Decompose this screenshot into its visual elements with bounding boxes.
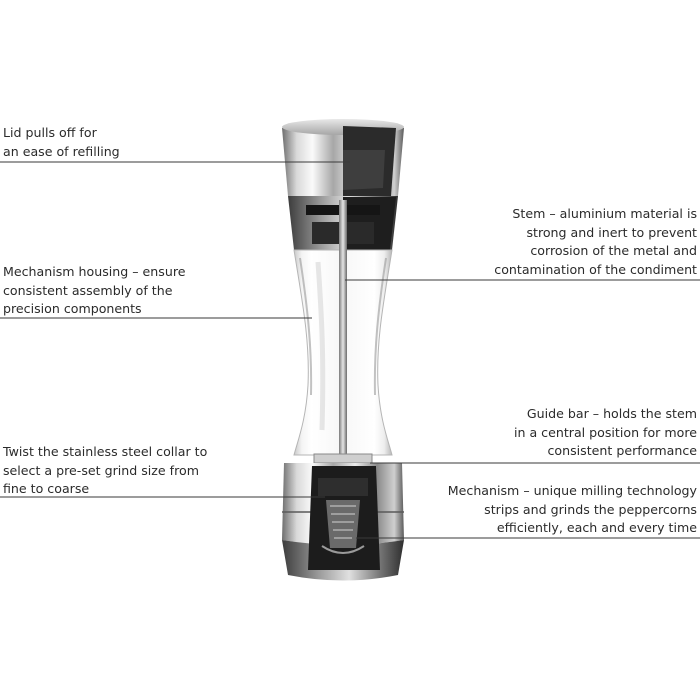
pepper-mill — [282, 119, 404, 581]
callout-stem-line: corrosion of the metal and — [530, 243, 697, 258]
callout-lid-line: Lid pulls off for — [3, 125, 97, 140]
callout-guide-line: in a central position for more — [513, 424, 697, 440]
callout-stem-line: contamination of the condiment — [494, 261, 697, 277]
callout-housing-line: consistent assembly of the — [3, 282, 173, 298]
callout-mechanism: Mechanism – unique milling technology st… — [448, 482, 697, 538]
callout-guide: Guide bar – holds the stem in a central … — [514, 405, 697, 461]
callout-mechanism-line: efficiently, each and every time — [496, 520, 697, 535]
callout-stem: Stem – aluminium material is strong and … — [494, 205, 697, 279]
leader-lines — [0, 161, 700, 539]
callout-collar: Twist the stainless steel collar to sele… — [3, 443, 207, 499]
stem — [339, 200, 347, 500]
callout-mechanism-line: Mechanism – unique milling technology — [447, 483, 697, 498]
callout-housing-line: precision components — [3, 301, 142, 316]
callout-collar-line: Twist the stainless steel collar to — [3, 444, 208, 459]
callout-housing: Mechanism housing – ensure consistent as… — [3, 263, 185, 319]
callout-guide-line: Guide bar – holds the stem — [526, 406, 697, 421]
callout-stem-line: Stem – aluminium material is — [512, 206, 697, 221]
callout-stem-line: strong and inert to prevent — [526, 224, 697, 240]
callout-lid-line: an ease of refilling — [3, 143, 120, 159]
guide-bar — [313, 453, 373, 464]
callout-collar-line: fine to coarse — [3, 481, 90, 496]
callout-collar-line: select a pre-set grind size from — [3, 462, 199, 478]
callout-lid: Lid pulls off for an ease of refilling — [3, 124, 120, 161]
callout-mechanism-line: strips and grinds the peppercorns — [484, 501, 697, 517]
callout-housing-line: Mechanism housing – ensure — [3, 264, 186, 279]
burr — [326, 500, 360, 548]
callout-guide-line: consistent performance — [547, 443, 698, 458]
